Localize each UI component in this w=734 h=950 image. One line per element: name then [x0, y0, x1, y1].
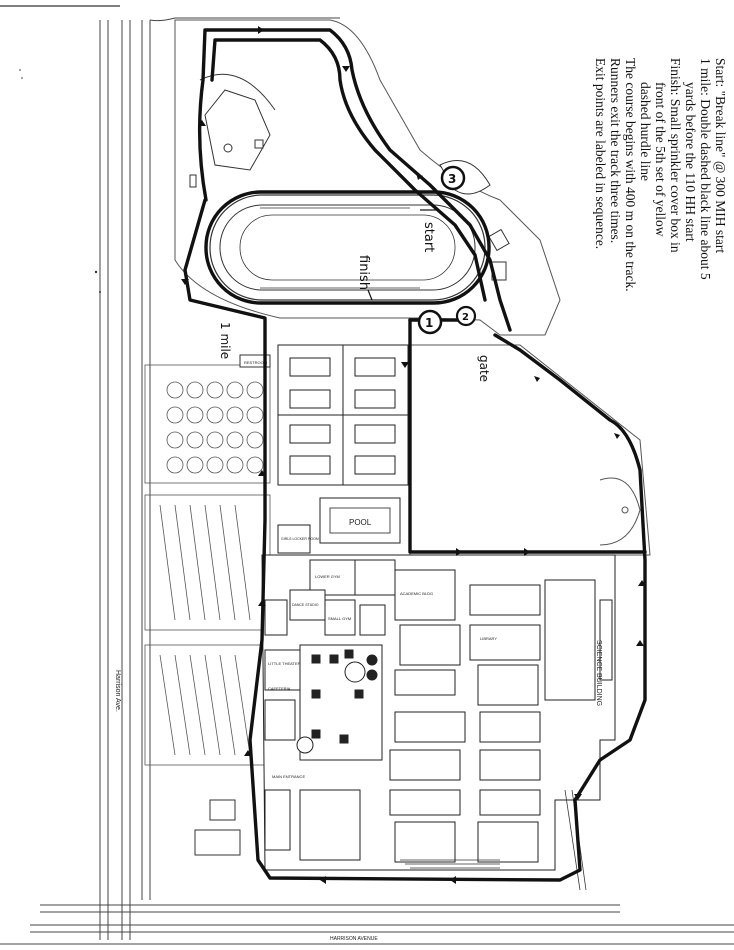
note-line-1: Start: "Break line" @ 300 MIH start — [713, 58, 728, 253]
girls-locker-label: GIRLS LOCKER ROOM — [281, 537, 319, 541]
pool-building: POOL — [319, 497, 401, 544]
library-label: LIBRARY — [480, 636, 497, 641]
lower-field — [409, 344, 651, 556]
route-lower-field-cross — [408, 318, 647, 554]
small-gym-label: SMALL GYM — [328, 616, 351, 621]
pool-label: POOL — [349, 518, 372, 527]
running-track — [209, 194, 486, 301]
courtyard — [296, 644, 383, 761]
route-arrows — [181, 26, 646, 884]
tennis-courts — [277, 344, 409, 486]
note-line-2: 1 mile: Double dashed black line about 5 — [698, 58, 713, 280]
exit-point-3: 3 — [440, 165, 466, 191]
main-school-complex — [261, 554, 616, 871]
note-line-4: Finish: Small sprinkler cover box in — [668, 58, 683, 253]
exit-point-1: 1 — [417, 309, 443, 335]
route-track-loop — [204, 190, 491, 305]
left-streets — [99, 17, 340, 940]
note-line-9: Exit points are labeled in sequence. — [593, 58, 608, 249]
little-theater-label: LITTLE THEATER — [268, 661, 301, 666]
exit-point-1-label: 1 — [425, 316, 433, 330]
exit-point-3-label: 3 — [448, 172, 456, 186]
main-entrance-label: MAIN ENTRANCE — [272, 774, 305, 779]
parking-lots — [144, 364, 271, 766]
finish-handwritten-label: finish — [356, 255, 371, 290]
course-notes: Start: "Break line" @ 300 MIH start 1 mi… — [593, 58, 728, 292]
cafeteria-label: CAFETERIA — [268, 686, 291, 691]
bottom-street — [0, 904, 734, 945]
science-building-label: SCIENCE BUILDING — [595, 640, 602, 706]
scan-specks — [19, 69, 101, 293]
finish-marker-line — [367, 289, 373, 301]
girls-locker-building — [277, 524, 311, 554]
exit-point-2-label: 2 — [462, 312, 469, 323]
bottom-left-building — [194, 799, 241, 856]
baseball-diamond — [189, 73, 276, 188]
note-line-6: dashed hurdle line — [638, 82, 653, 181]
route-upper-field-inner — [210, 38, 487, 302]
note-line-8: Runners exit the track three times. — [608, 58, 623, 243]
exit-point-2: 2 — [455, 305, 477, 327]
note-line-5: front of the 5th set of yellow — [653, 82, 668, 237]
start-handwritten-label: start — [421, 222, 436, 252]
note-line-3: yards before the 110 HH start — [683, 82, 698, 242]
gym-label: LOWER GYM — [315, 574, 340, 579]
right-street-label: Harrison Ave. — [114, 670, 121, 712]
dance-studio-label: DANCE STUDIO — [292, 603, 319, 607]
gate-handwritten-label: gate — [477, 355, 491, 382]
bottom-street-label: HARRISON AVENUE — [330, 936, 378, 942]
mile-handwritten-label: 1 mile — [218, 322, 232, 359]
note-line-7: The course begins with 400 m on the trac… — [623, 58, 638, 292]
restroom-label: RESTROOM — [244, 360, 267, 365]
restroom-building — [239, 354, 271, 368]
academic-bldg-label: ACADEMIC BLDG — [400, 591, 433, 596]
route-upper-field-loop — [197, 28, 512, 332]
upper-field-boundary — [174, 19, 561, 336]
route-left-descent — [183, 198, 647, 882]
